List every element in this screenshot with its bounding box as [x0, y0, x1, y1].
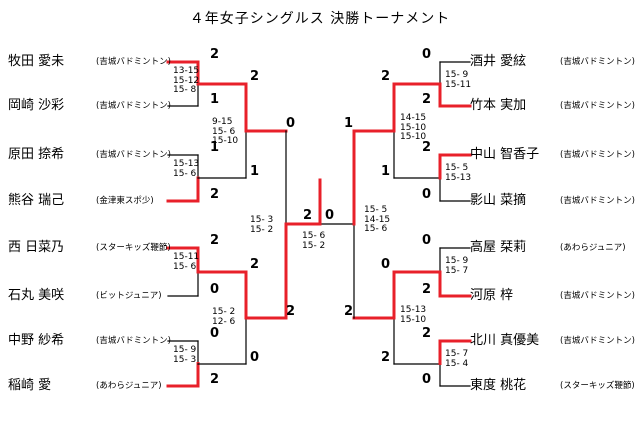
left-player-club: (金津東スポ少) — [96, 196, 154, 206]
game-score: 15- 9 — [445, 256, 469, 266]
right-player-club: (スターキッズ鞭節) — [560, 381, 635, 391]
right-player-club: (吉城バドミントン) — [560, 101, 635, 111]
game-score: 9-15 — [212, 117, 233, 127]
right-player-club: (吉城バドミントン) — [560, 336, 635, 346]
game-score: 15-10 — [212, 136, 239, 146]
game-score: 15-13 — [445, 172, 472, 183]
left-player-club: (吉城バドミントン) — [96, 150, 171, 160]
game-score: 15-12 — [173, 75, 200, 86]
score-top: 2 — [422, 140, 432, 155]
right-player-name: 河原 梓 — [470, 288, 514, 303]
right-player-club: (吉城バドミントン) — [560, 57, 635, 67]
score-top: 2 — [210, 233, 220, 248]
game-score: 15- 9 — [173, 345, 197, 355]
score-bottom: 2 — [210, 372, 220, 387]
score-top: 2 — [250, 257, 260, 272]
score-top: 0 — [286, 116, 296, 131]
right-player-name: 高屋 栞莉 — [470, 240, 527, 255]
right-player-club: (あわらジュニア) — [560, 243, 626, 253]
game-score: 15-13 — [173, 159, 200, 169]
left-player-club: (あわらジュニア) — [96, 381, 162, 391]
left-player-club: (吉城バドミントン) — [96, 336, 171, 346]
score-bottom: 0 — [250, 350, 260, 365]
right-player-name: 竹本 実加 — [470, 98, 527, 113]
score-bottom: 2 — [286, 304, 296, 319]
game-score: 15- 7 — [445, 349, 469, 359]
right-player-name: 中山 智香子 — [470, 147, 540, 162]
game-score: 15-10 — [400, 314, 427, 325]
left-player-club: (スターキッズ鞭節) — [96, 243, 171, 253]
game-score: 15- 8 — [173, 85, 197, 95]
final-score-left: 2 — [303, 208, 313, 223]
game-score: 15- 6 — [173, 261, 197, 272]
score-bottom: 1 — [210, 92, 220, 107]
score-bottom: 0 — [422, 187, 432, 202]
game-score: 15-11 — [445, 79, 472, 90]
score-top: 2 — [210, 47, 220, 62]
game-score: 15-13 — [400, 305, 427, 315]
right-player-name: 東度 桃花 — [470, 378, 527, 393]
left-player-club: (吉城バドミントン) — [96, 101, 171, 111]
left-player-name: 熊谷 瑞己 — [8, 193, 65, 208]
game-score: 15- 2 — [250, 224, 274, 235]
page-title: ４年女子シングルス 決勝トーナメント — [189, 11, 451, 27]
score-top: 2 — [422, 326, 432, 341]
game-score: 15- 5 — [364, 205, 388, 215]
score-top: 2 — [381, 69, 391, 84]
score-top: 0 — [381, 257, 391, 272]
left-player-name: 西 日菜乃 — [8, 240, 65, 255]
right-player-name: 北川 真優美 — [470, 333, 540, 348]
game-score: 15- 6 — [212, 126, 236, 137]
left-player-name: 石丸 美咲 — [8, 288, 65, 303]
right-player-club: (吉城バドミントン) — [560, 291, 635, 301]
score-bottom: 2 — [344, 304, 354, 319]
left-player-name: 岡崎 沙彩 — [8, 98, 65, 113]
score-bottom: 1 — [250, 164, 260, 179]
game-score: 15- 3 — [173, 354, 197, 365]
game-score: 15- 6 — [173, 168, 197, 179]
game-score: 15- 6 — [302, 231, 326, 241]
final-score-right: 0 — [325, 208, 335, 223]
game-score: 15- 2 — [302, 240, 326, 251]
left-player-name: 稲崎 愛 — [8, 378, 52, 393]
game-score: 15- 4 — [445, 358, 469, 369]
game-score: 15- 2 — [212, 307, 236, 317]
game-score: 14-15 — [400, 113, 427, 123]
score-bottom: 2 — [381, 350, 391, 365]
score-top: 0 — [210, 326, 220, 341]
score-top: 0 — [422, 47, 432, 62]
game-score: 13-15 — [173, 66, 200, 76]
right-player-club: (吉城バドミントン) — [560, 196, 635, 206]
score-bottom: 1 — [381, 164, 391, 179]
score-bottom: 0 — [422, 372, 432, 387]
score-top: 2 — [250, 69, 260, 84]
score-top: 1 — [344, 116, 354, 131]
game-score: 15- 6 — [364, 224, 388, 234]
right-player-club: (吉城バドミントン) — [560, 150, 635, 160]
score-top: 1 — [210, 140, 220, 155]
game-score: 15-10 — [400, 132, 427, 142]
game-score: 15- 9 — [445, 70, 469, 80]
left-player-club: (吉城バドミントン) — [96, 57, 171, 67]
left-player-club: (ビットジュニア) — [96, 291, 162, 301]
game-score: 15-11 — [173, 252, 200, 262]
game-score: 15-10 — [400, 122, 427, 133]
game-score: 14-15 — [364, 214, 391, 225]
score-bottom: 2 — [422, 92, 432, 107]
left-player-name: 中野 紗希 — [8, 333, 65, 348]
right-player-name: 酒井 愛絃 — [470, 54, 527, 69]
score-bottom: 2 — [210, 187, 220, 202]
score-top: 0 — [422, 233, 432, 248]
game-score: 15- 5 — [445, 163, 469, 173]
game-score: 15- 3 — [250, 215, 274, 225]
score-bottom: 2 — [422, 282, 432, 297]
left-player-name: 原田 捺希 — [8, 147, 65, 162]
right-player-name: 影山 菜摘 — [470, 193, 527, 208]
game-score: 12- 6 — [212, 316, 236, 327]
score-bottom: 0 — [210, 282, 220, 297]
game-score: 15- 7 — [445, 265, 469, 276]
left-player-name: 牧田 愛未 — [8, 54, 65, 69]
